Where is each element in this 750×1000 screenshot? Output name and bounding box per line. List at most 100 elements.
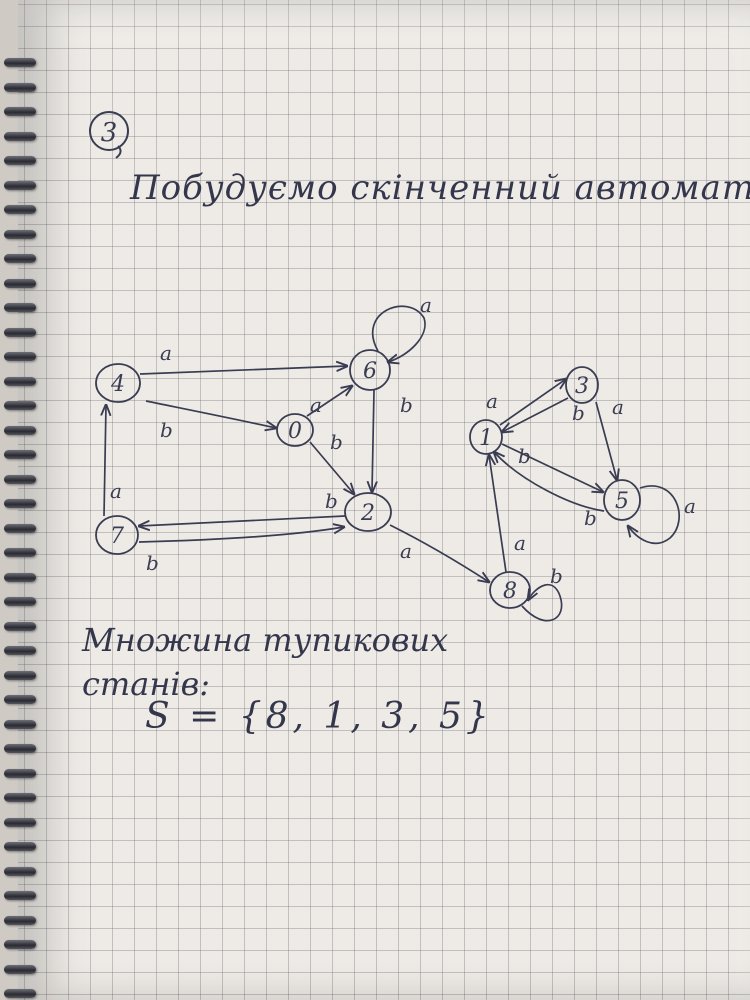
transition-arrow bbox=[309, 441, 354, 494]
state-label: 1 bbox=[479, 426, 493, 451]
spiral-ring bbox=[4, 646, 36, 655]
spiral-ring bbox=[4, 425, 36, 435]
spiral-ring bbox=[4, 523, 36, 533]
spiral-ring bbox=[4, 180, 36, 190]
spiral-ring bbox=[4, 670, 36, 680]
spiral-ring bbox=[4, 229, 36, 239]
spiral-ring bbox=[4, 303, 36, 312]
transition-arrow bbox=[521, 583, 563, 622]
spiral-ring bbox=[4, 915, 36, 925]
transition-label: a bbox=[514, 531, 526, 555]
spiral-ring bbox=[4, 401, 36, 410]
spiral-ring bbox=[4, 719, 36, 729]
transition-label: a bbox=[612, 395, 624, 419]
transition-label: b bbox=[325, 489, 338, 513]
spiral-ring bbox=[4, 768, 36, 778]
state-node-4: 4 bbox=[95, 363, 141, 403]
spiral-ring bbox=[4, 450, 36, 459]
transition-label: b bbox=[572, 401, 585, 425]
transition-arrow bbox=[499, 379, 566, 426]
spiral-ring bbox=[4, 278, 36, 288]
spiral-ring bbox=[4, 597, 36, 606]
spiral-ring bbox=[4, 793, 36, 802]
transition-label: a bbox=[160, 341, 172, 365]
spiral-ring bbox=[4, 621, 36, 631]
spiral-ring bbox=[4, 205, 36, 214]
spiral-ring bbox=[4, 891, 36, 900]
transition-arrow bbox=[139, 515, 346, 526]
spiral-ring bbox=[4, 376, 36, 386]
transition-label: a bbox=[110, 479, 122, 503]
state-node-2: 2 bbox=[344, 492, 392, 532]
state-label: 2 bbox=[360, 501, 375, 526]
state-node-3: 3 bbox=[565, 366, 599, 404]
spiral-ring bbox=[4, 989, 36, 998]
page-heading: Побудуємо скінченний автомат bbox=[130, 168, 750, 208]
transition-label: b bbox=[146, 551, 159, 575]
spiral-ring bbox=[4, 474, 36, 484]
state-label: 0 bbox=[288, 419, 302, 444]
state-node-8: 8 bbox=[489, 571, 531, 609]
spiral-ring bbox=[4, 695, 36, 704]
state-node-5: 5 bbox=[603, 479, 641, 521]
dead-states-label: Множина тупикових станів: bbox=[82, 621, 449, 703]
transition-label: b bbox=[550, 564, 563, 588]
spiral-ring bbox=[4, 131, 36, 141]
transition-label: a bbox=[310, 393, 322, 417]
transition-arrow bbox=[501, 443, 603, 492]
transition-arrow bbox=[502, 397, 569, 432]
transition-label: b bbox=[330, 430, 343, 454]
state-node-0: 0 bbox=[276, 413, 314, 447]
spiral-ring bbox=[4, 940, 36, 949]
transition-label: a bbox=[420, 293, 432, 317]
transition-arrow bbox=[372, 389, 374, 492]
spiral-ring bbox=[4, 817, 36, 827]
spiral-ring bbox=[4, 842, 36, 851]
spiral-ring bbox=[4, 156, 36, 165]
transition-label: b bbox=[160, 418, 173, 442]
state-label: 5 bbox=[615, 489, 629, 514]
spiral-ring bbox=[4, 58, 36, 67]
transition-arrow bbox=[494, 452, 605, 512]
spiral-binding bbox=[0, 0, 40, 1000]
transition-label: b bbox=[584, 506, 597, 530]
transition-arrow bbox=[104, 405, 106, 517]
spiral-ring bbox=[4, 744, 36, 753]
dead-states-set: S = {8, 1, 3, 5} bbox=[145, 696, 493, 737]
state-node-6: 6 bbox=[349, 349, 391, 391]
transition-arrow bbox=[371, 305, 426, 362]
state-node-1: 1 bbox=[469, 419, 503, 455]
spiral-ring bbox=[4, 254, 36, 263]
state-node-7: 7 bbox=[95, 515, 139, 555]
spiral-ring bbox=[4, 82, 36, 92]
spiral-ring bbox=[4, 572, 36, 582]
state-label: 4 bbox=[110, 372, 125, 397]
transition-label: a bbox=[684, 494, 696, 518]
transition-label: b bbox=[400, 393, 413, 417]
transition-arrow bbox=[389, 524, 489, 582]
transition-label: a bbox=[400, 539, 412, 563]
transition-arrow bbox=[306, 386, 352, 417]
transition-arrow bbox=[595, 401, 617, 480]
transition-arrow bbox=[489, 455, 507, 573]
transition-arrow bbox=[145, 400, 276, 428]
state-label: 3 bbox=[575, 374, 589, 399]
notebook-page bbox=[18, 0, 750, 1000]
page-number-marker: 3 bbox=[89, 111, 129, 159]
state-label: 6 bbox=[363, 359, 377, 384]
transition-arrow bbox=[138, 527, 344, 543]
spiral-ring bbox=[4, 352, 36, 361]
spiral-ring bbox=[4, 107, 36, 116]
transition-arrow bbox=[628, 485, 680, 545]
spiral-ring bbox=[4, 866, 36, 876]
page-number: 3 bbox=[101, 118, 118, 148]
spiral-ring bbox=[4, 327, 36, 337]
state-label: 7 bbox=[110, 524, 124, 549]
transition-label: a bbox=[486, 389, 498, 413]
transition-arrow bbox=[139, 366, 347, 375]
spiral-ring bbox=[4, 548, 36, 557]
spiral-ring bbox=[4, 499, 36, 508]
transition-label: b bbox=[518, 444, 531, 468]
spiral-ring bbox=[4, 964, 36, 974]
